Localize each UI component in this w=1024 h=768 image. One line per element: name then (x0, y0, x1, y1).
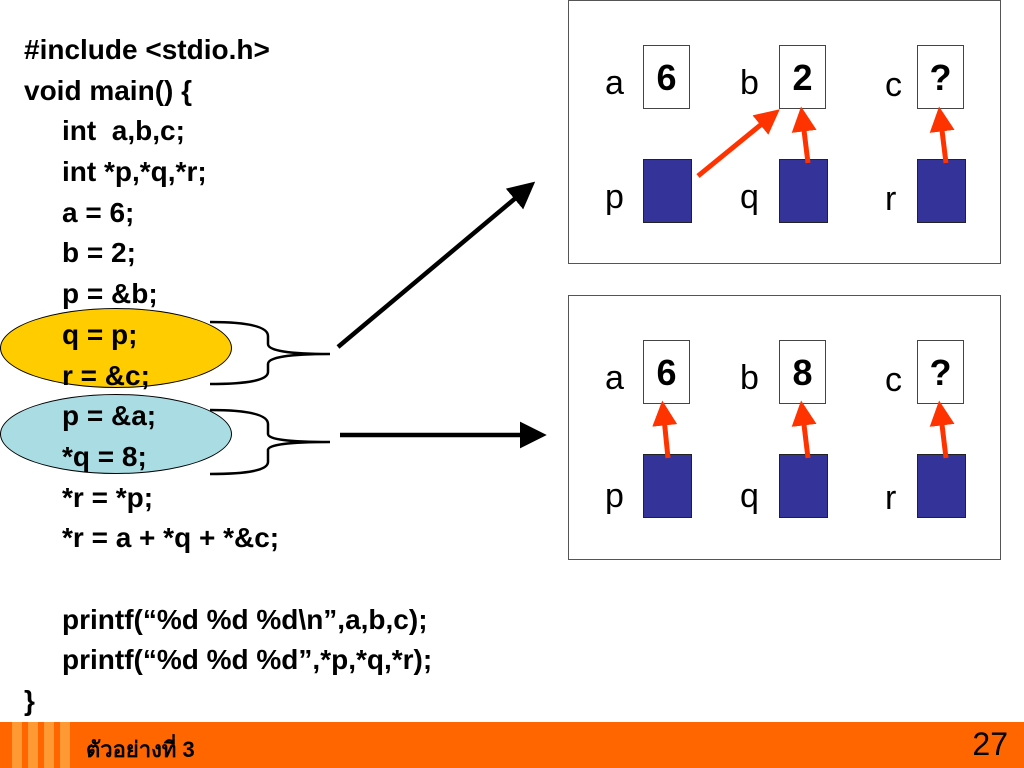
footer-stripe (28, 722, 38, 768)
var-box-a: 6 (643, 340, 690, 404)
code-line: r = &c; (62, 359, 150, 391)
code-line: *q = 8; (62, 440, 147, 472)
diagram-overlay (209, 106, 955, 476)
var-label-c: c (885, 66, 902, 104)
code-line: *r = *p; (62, 481, 154, 513)
arrow-to-panel-1 (336, 181, 536, 349)
brace-2 (209, 408, 331, 476)
slide-title: ตัวอย่างที่ 3 (86, 737, 195, 762)
ptr-label-p: p (605, 477, 624, 515)
ptr-label-q: q (740, 178, 759, 216)
ptr-label-r: r (885, 479, 897, 517)
code-line: printf(“%d %d %d\n”,a,b,c); (62, 603, 428, 635)
ptr-arrow-r (929, 106, 955, 164)
ptr-arrow-q (791, 106, 817, 164)
code-line: int *p,*q,*r; (62, 156, 207, 188)
var-box-a: 6 (643, 45, 690, 109)
code-line: #include <stdio.h> (24, 34, 270, 65)
ptr-box-q (779, 159, 828, 223)
var-label-a: a (605, 64, 624, 102)
ptr-box-r (917, 159, 966, 223)
page-number: 27 (972, 726, 1008, 762)
ptr-arrow-q (791, 400, 817, 459)
var-label-b: b (740, 64, 759, 102)
code-line: p = &a; (62, 400, 157, 432)
footer-stripe (12, 722, 22, 768)
ptr-label-q: q (740, 477, 759, 515)
slide-footer: ตัวอย่างที่ 3 27 (0, 722, 1024, 768)
memory-panel-1: a 6 b 2 c ? p q r (568, 0, 1001, 264)
footer-stripe (44, 722, 54, 768)
var-label-b: b (740, 359, 759, 397)
code-line: int a,b,c; (62, 115, 185, 147)
ptr-box-p (643, 159, 692, 223)
var-label-c: c (885, 361, 902, 399)
ptr-label-r: r (885, 180, 897, 218)
var-box-c: ? (917, 340, 964, 404)
code-line: void main() { (24, 74, 193, 106)
ptr-label-p: p (605, 178, 624, 216)
code-listing: #include <stdio.h> void main() { int a,b… (24, 30, 432, 722)
highlight-ellipse-yellow (0, 308, 232, 388)
var-box-c: ? (917, 45, 964, 109)
brace-1 (209, 320, 331, 386)
var-label-a: a (605, 359, 624, 397)
code-line: a = 6; (62, 196, 135, 228)
ptr-box-p (643, 454, 692, 518)
ptr-arrow-p (652, 400, 678, 459)
code-line: q = p; (62, 318, 138, 350)
ptr-arrow-p (696, 109, 780, 178)
ptr-box-r (917, 454, 966, 518)
highlight-ellipse-blue (0, 394, 232, 474)
footer-stripe (60, 722, 70, 768)
ptr-box-q (779, 454, 828, 518)
code-line: *r = a + *q + *&c; (62, 522, 280, 554)
code-line: p = &b; (62, 278, 158, 310)
code-line: printf(“%d %d %d”,*p,*q,*r); (62, 644, 433, 676)
ptr-arrow-r (929, 400, 955, 459)
code-line: b = 2; (62, 237, 136, 269)
code-line: } (24, 685, 35, 716)
